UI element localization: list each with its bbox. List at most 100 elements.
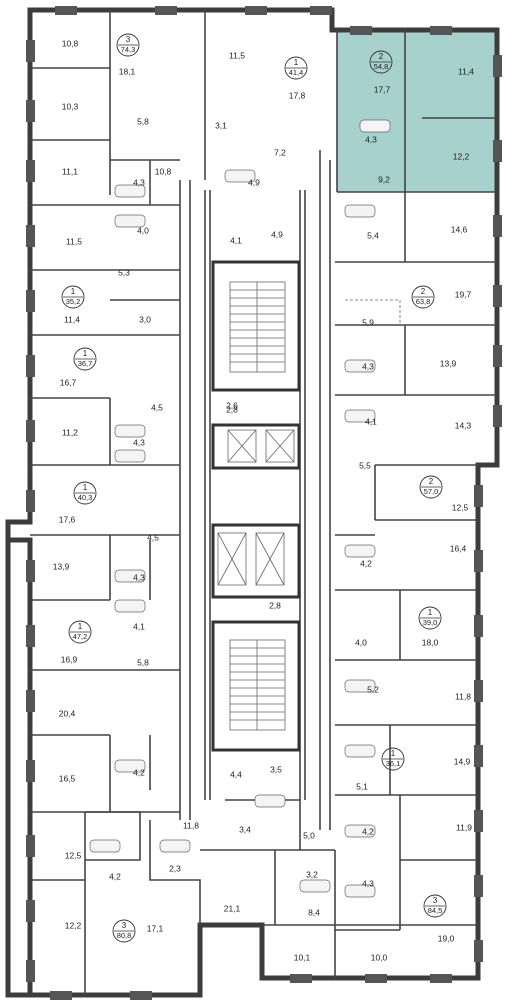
room-area-label: 13,9 [53, 561, 70, 571]
window [155, 6, 177, 15]
room-area-label: 11,4 [458, 66, 474, 76]
room-area-label: 3,0 [139, 314, 151, 324]
room-area-label: 3,2 [306, 869, 318, 879]
stair-core-lower [211, 620, 301, 752]
room-area-label: 10,8 [62, 38, 79, 48]
room-area-label: 11,8 [183, 820, 199, 830]
window [26, 960, 35, 982]
badge-area: 39,0 [423, 618, 438, 627]
lift-core-lower [211, 523, 301, 599]
room-area-label: 4,3 [362, 878, 374, 888]
apt-left-4-badge[interactable]: 140,3 [73, 481, 97, 505]
right-wing-walls [335, 30, 497, 931]
badge-circle [284, 56, 308, 80]
room-area-label: 2,8 [269, 600, 281, 610]
bathtub [299, 879, 331, 893]
room-area-label: 12,5 [452, 502, 469, 512]
room-area-label: 17,6 [59, 514, 76, 524]
badge-rooms: 1 [83, 349, 88, 358]
badge-circle [411, 285, 435, 309]
bathtub [344, 544, 376, 558]
room-area-label: 3,5 [270, 764, 282, 774]
badge-area: 36,7 [78, 359, 93, 368]
badge-rooms: 2 [421, 287, 426, 296]
apt-top-mid-badge[interactable]: 141,4 [284, 56, 308, 80]
room-area-label: 5,3 [118, 267, 130, 277]
apt-top-left-badge[interactable]: 374,3 [116, 33, 140, 57]
room-area-label: 10,3 [62, 101, 79, 111]
room-area-label: 4,9 [248, 177, 260, 187]
window [26, 760, 35, 782]
window [26, 420, 35, 442]
apt-right-3-badge[interactable]: 257,0 [419, 475, 443, 499]
badge-circle [419, 475, 443, 499]
apt-bottom-right-badge[interactable]: 384,5 [423, 894, 447, 918]
room-area-label: 18,0 [422, 637, 439, 647]
room-area-label: 12,5 [65, 850, 82, 860]
room-area-label: 4,3 [365, 134, 377, 144]
apartment-badges: 374,3141,4254,8135,2263,8136,7257,0140,3… [61, 33, 447, 943]
apt-right-5-badge[interactable]: 136,1 [381, 747, 405, 771]
window [26, 560, 35, 582]
bathtub [114, 184, 146, 198]
window [26, 290, 35, 312]
badge-circle [73, 347, 97, 371]
bathtub [89, 839, 121, 853]
apt-left-3-badge[interactable]: 136,7 [73, 347, 97, 371]
apt-left-5-badge[interactable]: 147,2 [68, 620, 92, 644]
window [26, 160, 35, 182]
bathtub [159, 839, 191, 853]
room-area-label: 16,4 [450, 543, 467, 553]
bathtub [114, 759, 146, 773]
lift-core-upper [211, 423, 301, 470]
apt-right-4-badge[interactable]: 139,0 [418, 606, 442, 630]
room-area-label: 10,1 [294, 952, 311, 962]
bathtub [344, 679, 376, 693]
room-area-label: 17,8 [289, 90, 306, 100]
room-area-label: 4,3 [133, 177, 145, 187]
room-area-label: 4,2 [360, 558, 372, 568]
room-area-label: 21,1 [224, 903, 241, 913]
badge-circle [418, 606, 442, 630]
window [430, 974, 452, 983]
bathroom-fixtures [89, 119, 391, 898]
badge-area: 35,2 [66, 297, 81, 306]
window [26, 625, 35, 647]
room-area-label: 11,4 [64, 314, 80, 324]
badge-circle [369, 50, 393, 74]
bathtub [114, 214, 146, 228]
badge-area: 63,8 [416, 297, 431, 306]
badge-rooms: 3 [126, 35, 131, 44]
window [26, 100, 35, 122]
room-area-label: 20,4 [59, 708, 76, 718]
room-area-label: 4,5 [151, 402, 163, 412]
room-area-label: 10,0 [371, 952, 388, 962]
room-area-label: 17,1 [147, 923, 164, 933]
room-area-label: 5,9 [362, 317, 374, 327]
badge-rooms: 1 [428, 608, 433, 617]
room-area-label: 12,2 [453, 151, 470, 161]
bathtub [114, 424, 146, 438]
window [310, 6, 332, 15]
apt-highlighted-badge[interactable]: 254,8 [369, 50, 393, 74]
room-area-label: 4,1 [230, 235, 242, 245]
apt-bottom-left-badge[interactable]: 380,8 [112, 919, 136, 943]
highlighted-apartment-fill[interactable] [337, 30, 497, 192]
badge-rooms: 2 [379, 52, 384, 61]
room-area-label: 11,5 [229, 50, 245, 60]
badge-rooms: 2 [429, 477, 434, 486]
badge-area: 80,8 [117, 931, 132, 940]
apt-left-2-badge[interactable]: 135,2 [61, 285, 85, 309]
window [26, 490, 35, 512]
window [474, 615, 483, 637]
window [474, 550, 483, 572]
badge-rooms: 1 [83, 483, 88, 492]
room-area-label: 5,5 [359, 460, 371, 470]
bathtub [254, 794, 286, 808]
room-area-label: 18,1 [119, 66, 136, 76]
window [493, 140, 502, 162]
badge-rooms: 1 [78, 622, 83, 631]
apt-right-2-badge[interactable]: 263,8 [411, 285, 435, 309]
room-area-label: 4,2 [109, 871, 121, 881]
window [430, 26, 452, 35]
